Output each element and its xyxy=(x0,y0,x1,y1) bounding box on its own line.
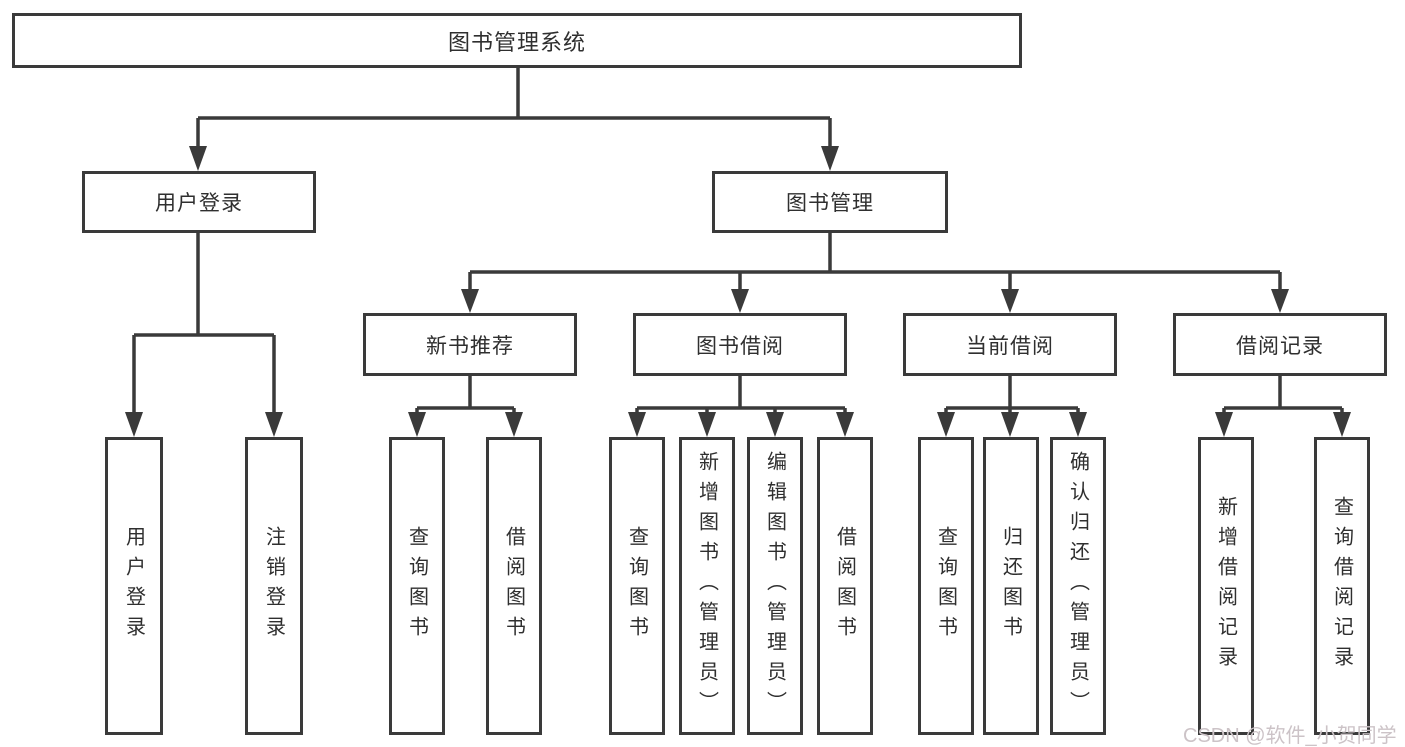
node-label: 图书管理 xyxy=(786,192,874,215)
node-label: 借阅记录 xyxy=(1236,334,1324,358)
node-leaf-query-borrow-record: 查询借阅记录 xyxy=(1314,437,1370,735)
node-leaf-query-books-recommend: 查询图书 xyxy=(389,437,445,735)
node-leaf-borrow-books-borrowing: 借阅图书 xyxy=(817,437,873,735)
node-leaf-query-books-borrowing: 查询图书 xyxy=(609,437,665,735)
node-leaf-add-book-admin: 新增图书（管理员） xyxy=(679,437,735,735)
node-label: 用户登录 xyxy=(155,192,243,215)
node-leaf-confirm-return-admin: 确认归还（管理员） xyxy=(1050,437,1106,735)
node-current-borrowing: 当前借阅 xyxy=(903,313,1117,376)
node-leaf-return-books: 归还图书 xyxy=(983,437,1039,735)
node-user-login: 用户登录 xyxy=(82,171,316,233)
node-label: 查询图书 xyxy=(934,526,957,646)
node-label: 新增图书（管理员） xyxy=(695,451,718,721)
node-new-book-recommend: 新书推荐 xyxy=(363,313,577,376)
node-label: 查询图书 xyxy=(405,526,428,646)
node-label: 用户登录 xyxy=(122,526,145,646)
node-leaf-query-books-current: 查询图书 xyxy=(918,437,974,735)
node-leaf-user-login: 用户登录 xyxy=(105,437,163,735)
node-label: 借阅图书 xyxy=(833,526,856,646)
node-label: 新书推荐 xyxy=(426,334,514,358)
node-label: 当前借阅 xyxy=(966,334,1054,358)
node-label: 图书借阅 xyxy=(696,334,784,358)
node-label: 借阅图书 xyxy=(502,526,525,646)
node-root: 图书管理系统 xyxy=(12,13,1022,68)
node-label: 确认归还（管理员） xyxy=(1066,451,1089,721)
node-label: 图书管理系统 xyxy=(447,29,586,55)
node-label: 归还图书 xyxy=(999,526,1022,646)
node-book-borrowing: 图书借阅 xyxy=(633,313,847,376)
node-label: 查询图书 xyxy=(625,526,648,646)
node-label: 新增借阅记录 xyxy=(1214,496,1237,676)
csdn-watermark: CSDN @软件_小贺同学 xyxy=(1183,725,1397,747)
node-label: 注销登录 xyxy=(262,526,285,646)
node-label: 查询借阅记录 xyxy=(1330,496,1353,676)
node-label: 编辑图书（管理员） xyxy=(763,451,786,721)
node-leaf-add-borrow-record: 新增借阅记录 xyxy=(1198,437,1254,735)
node-leaf-logout: 注销登录 xyxy=(245,437,303,735)
node-book-management: 图书管理 xyxy=(712,171,948,233)
node-leaf-edit-book-admin: 编辑图书（管理员） xyxy=(747,437,803,735)
node-borrow-records: 借阅记录 xyxy=(1173,313,1387,376)
node-leaf-borrow-books-recommend: 借阅图书 xyxy=(486,437,542,735)
